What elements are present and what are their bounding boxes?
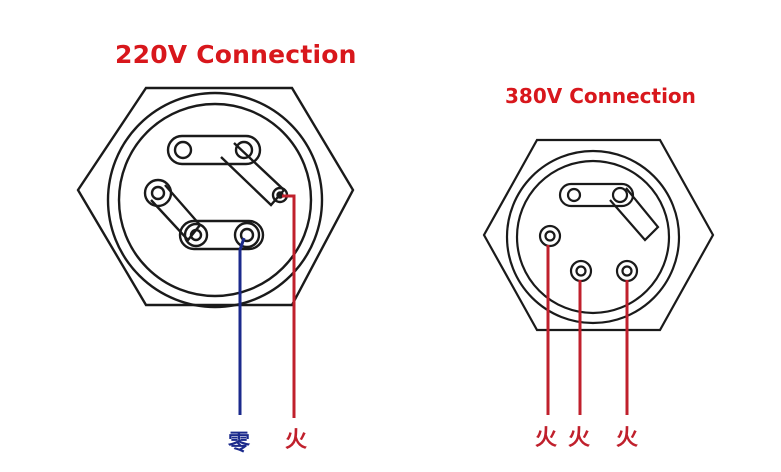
hex-nut-220v <box>76 86 355 307</box>
terminal-block-380v <box>482 138 715 332</box>
outer-ring-220v <box>106 91 324 309</box>
link-bar-diagonal-380v <box>609 187 660 242</box>
label-live-220v: 火 <box>285 428 307 453</box>
title-220v-connection: 220V Connection <box>115 40 357 69</box>
inner-ring-220v <box>117 102 313 298</box>
neutral-wire-220v <box>238 237 246 415</box>
hex-nut-380v <box>482 138 715 332</box>
wires-220v <box>238 194 296 418</box>
inner-ring-380v <box>515 159 671 315</box>
outer-ring-380v <box>505 149 681 325</box>
label-live-2-380v: 火 <box>568 426 590 451</box>
wires-380v <box>546 245 629 415</box>
terminal-middle-380v <box>569 259 593 283</box>
label-neutral-220v: 零 <box>227 431 251 456</box>
label-live-1-380v: 火 <box>535 426 557 451</box>
title-380v-connection: 380V Connection <box>505 84 696 108</box>
link-bar-bottom-220v <box>178 219 265 251</box>
link-bar-top-220v <box>166 134 262 166</box>
terminal-left-220v <box>143 178 173 208</box>
terminal-right-380v <box>615 259 639 283</box>
terminal-left-380v <box>538 224 562 248</box>
terminal-block-220v <box>76 86 355 309</box>
link-bar-diagonal-220v <box>220 142 289 207</box>
label-live-3-380v: 火 <box>616 426 638 451</box>
link-bar-lower-220v <box>150 184 202 242</box>
live-wire-220v <box>282 194 296 418</box>
link-bar-top-380v <box>558 182 635 208</box>
